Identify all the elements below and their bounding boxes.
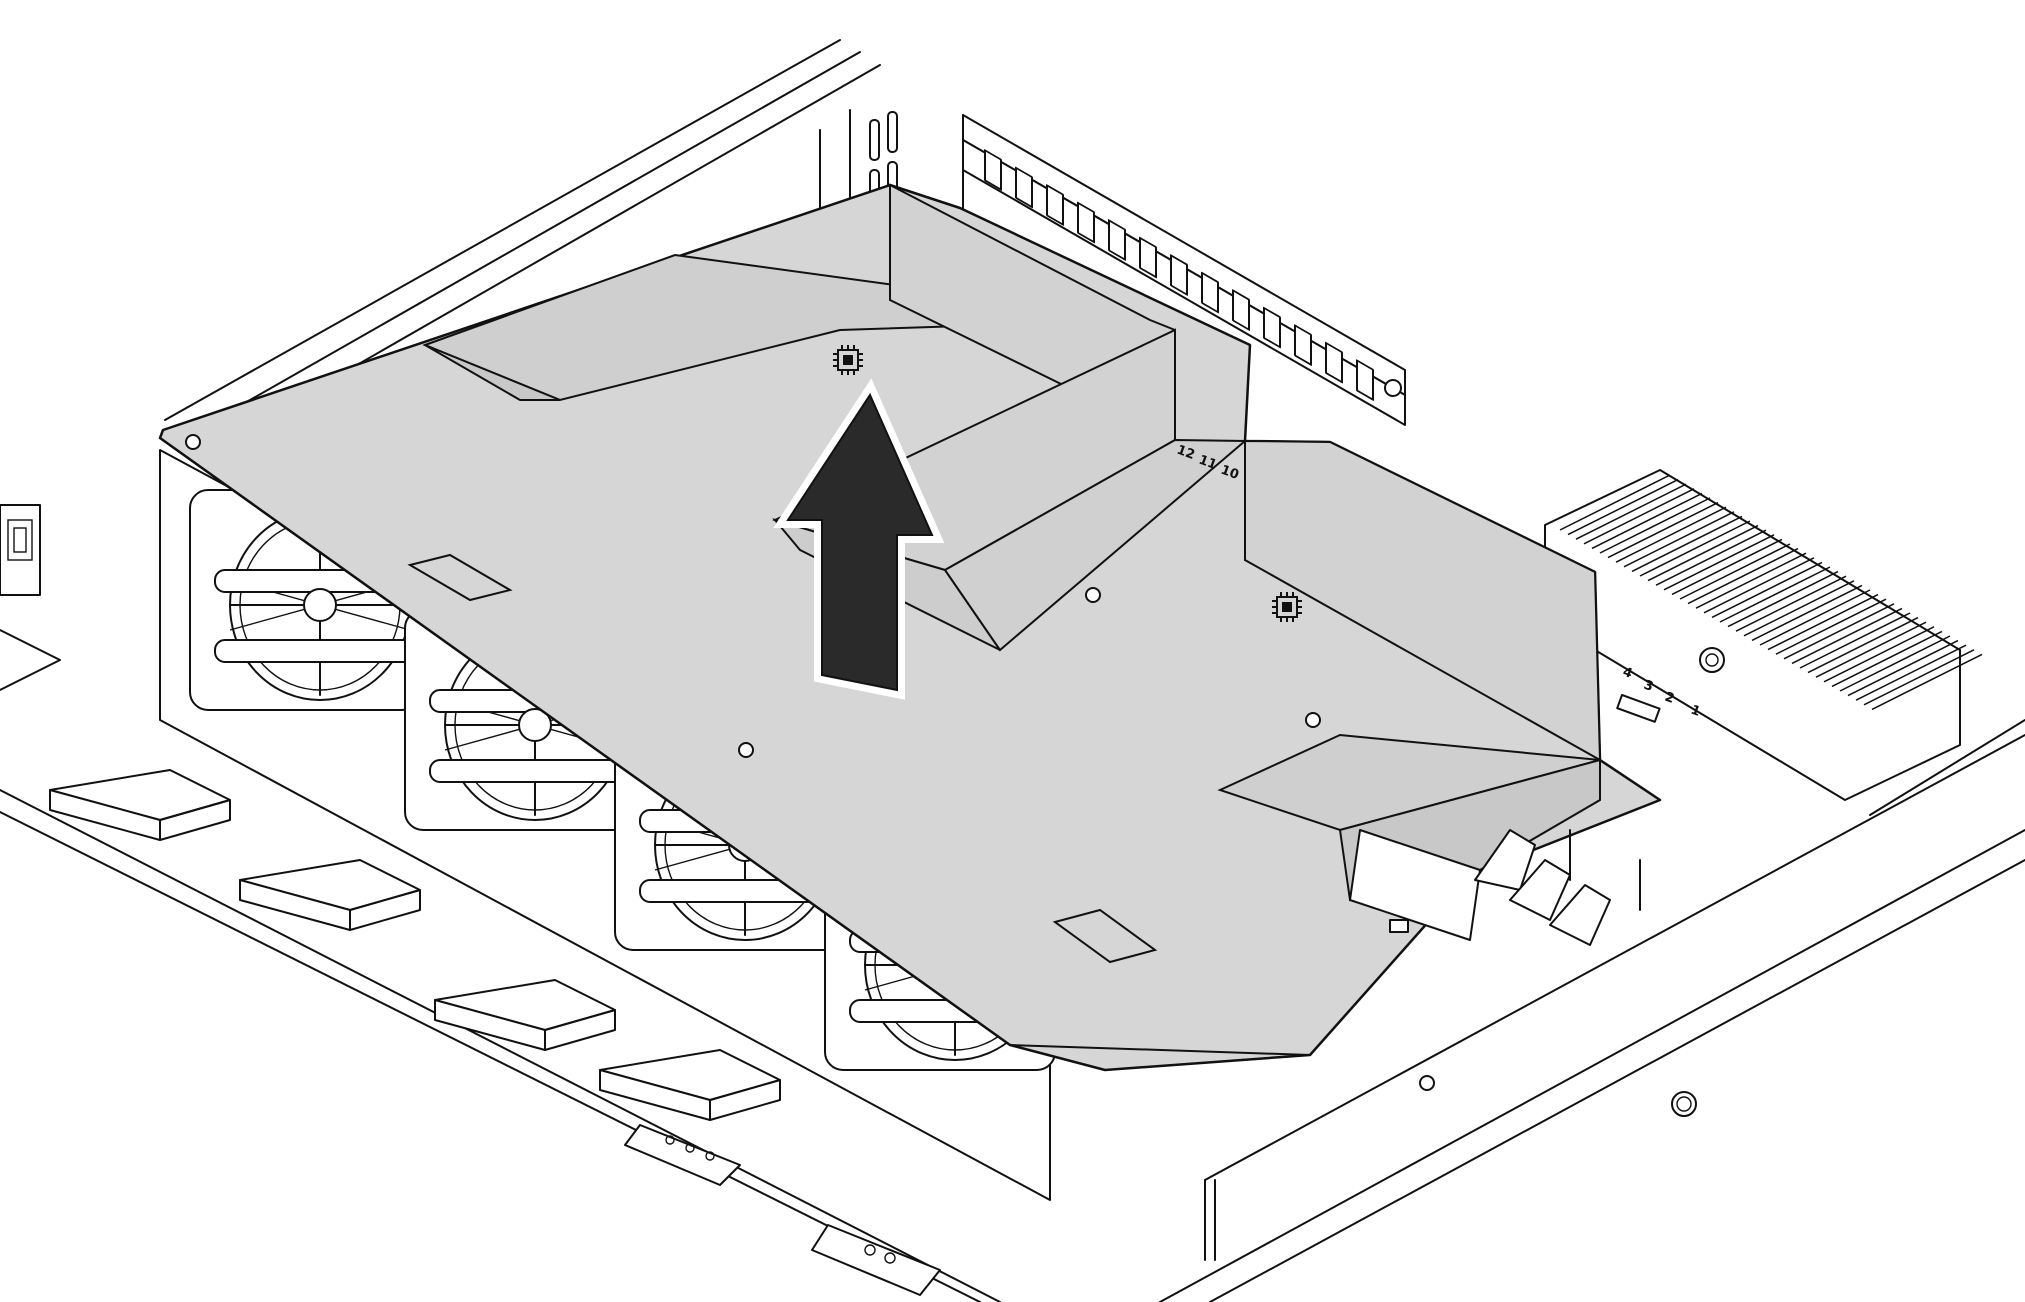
lift-up-arrow — [773, 378, 945, 700]
fan-latch-2 — [239, 859, 421, 931]
fan-latch-1 — [49, 769, 231, 841]
server-chassis — [0, 39, 2025, 1302]
dimm-slot-labels: 12 11 10 — [1175, 443, 1241, 483]
front-handle — [624, 1124, 941, 1296]
dimm-label-11: 11 — [1197, 453, 1219, 473]
fan-latch-4 — [599, 1049, 781, 1121]
left-rail-bracket — [0, 504, 61, 691]
fan-cage-latches — [49, 769, 781, 1121]
connector-block — [1616, 694, 1661, 723]
processor-icon-1 — [833, 345, 863, 375]
dimm-label-12: 12 — [1175, 443, 1197, 463]
cable-clips — [1349, 829, 1641, 946]
fan-latch-3 — [434, 979, 616, 1051]
connector-labels: 4 3 2 1 — [1616, 665, 1702, 723]
processor-icon-2 — [1272, 592, 1302, 622]
small-connector — [1389, 919, 1409, 933]
dimm-label-10: 10 — [1219, 463, 1241, 483]
processor-heat-sink — [1544, 469, 1983, 801]
